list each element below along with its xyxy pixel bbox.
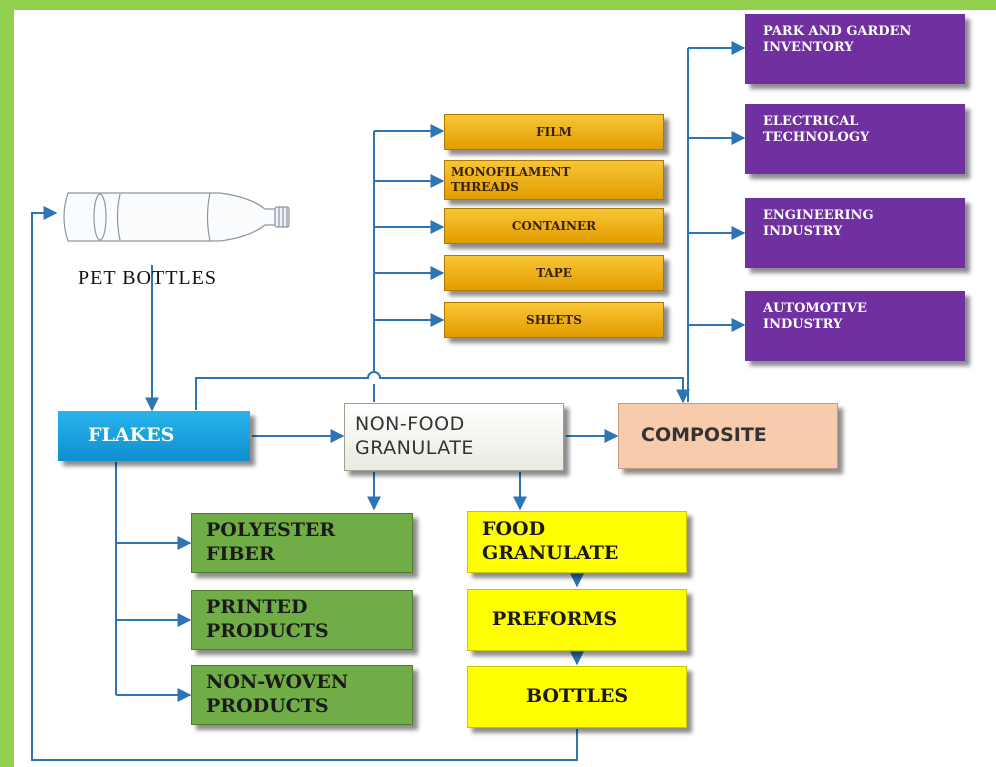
park-and-garden-inventory-box: PARK AND GARDEN INVENTORY [745, 14, 965, 84]
sheets-label: SHEETS [526, 312, 582, 327]
edge-bottles-to-pet-bottles [31, 206, 578, 761]
container-box: CONTAINER [444, 208, 664, 244]
preforms-box: PREFORMS [467, 589, 687, 651]
preforms-label: PREFORMS [492, 608, 618, 631]
electrical-technology-label: ELECTRICAL TECHNOLOGY [763, 114, 870, 146]
monofilament-threads-box: MONOFILAMENT THREADS [444, 160, 664, 200]
polyester-fiber-box: POLYESTER FIBER [191, 513, 413, 573]
tape-label: TAPE [536, 265, 572, 280]
printed-products-box: PRINTED PRODUCTS [191, 590, 413, 650]
bottles-label: BOTTLES [525, 685, 629, 708]
tape-box: TAPE [444, 255, 664, 291]
monofilament-threads-label: MONOFILAMENT THREADS [451, 165, 571, 194]
composite-box: COMPOSITE [618, 403, 838, 469]
printed-products-label: PRINTED PRODUCTS [206, 596, 329, 642]
polyester-fiber-label: POLYESTER FIBER [206, 519, 336, 565]
film-label: FILM [536, 124, 572, 139]
pet-bottle-image [63, 192, 290, 242]
sheets-box: SHEETS [444, 302, 664, 338]
container-label: CONTAINER [511, 218, 597, 233]
engineering-industry-label: ENGINEERING INDUSTRY [763, 208, 874, 240]
non-food-granulate-box: NON-FOOD GRANULATE [344, 403, 564, 471]
automotive-industry-box: AUTOMOTIVE INDUSTRY [745, 291, 965, 361]
non-food-granulate-label: NON-FOOD GRANULATE [355, 413, 474, 459]
bottles-box: BOTTLES [467, 666, 687, 728]
food-granulate-box: FOOD GRANULATE [467, 511, 687, 573]
composite-label: COMPOSITE [641, 424, 767, 447]
engineering-industry-box: ENGINEERING INDUSTRY [745, 198, 965, 268]
park-and-garden-inventory-label: PARK AND GARDEN INVENTORY [763, 24, 912, 56]
film-box: FILM [444, 114, 664, 150]
food-granulate-label: FOOD GRANULATE [482, 518, 619, 564]
non-woven-products-box: NON-WOVEN PRODUCTS [191, 665, 413, 725]
flakes-box: FLAKES [58, 411, 250, 461]
pet-bottles-label: PET BOTTLES [78, 267, 217, 289]
automotive-industry-label: AUTOMOTIVE INDUSTRY [763, 301, 867, 333]
flakes-label: FLAKES [88, 424, 175, 447]
non-woven-products-label: NON-WOVEN PRODUCTS [206, 671, 349, 717]
electrical-technology-box: ELECTRICAL TECHNOLOGY [745, 104, 965, 174]
